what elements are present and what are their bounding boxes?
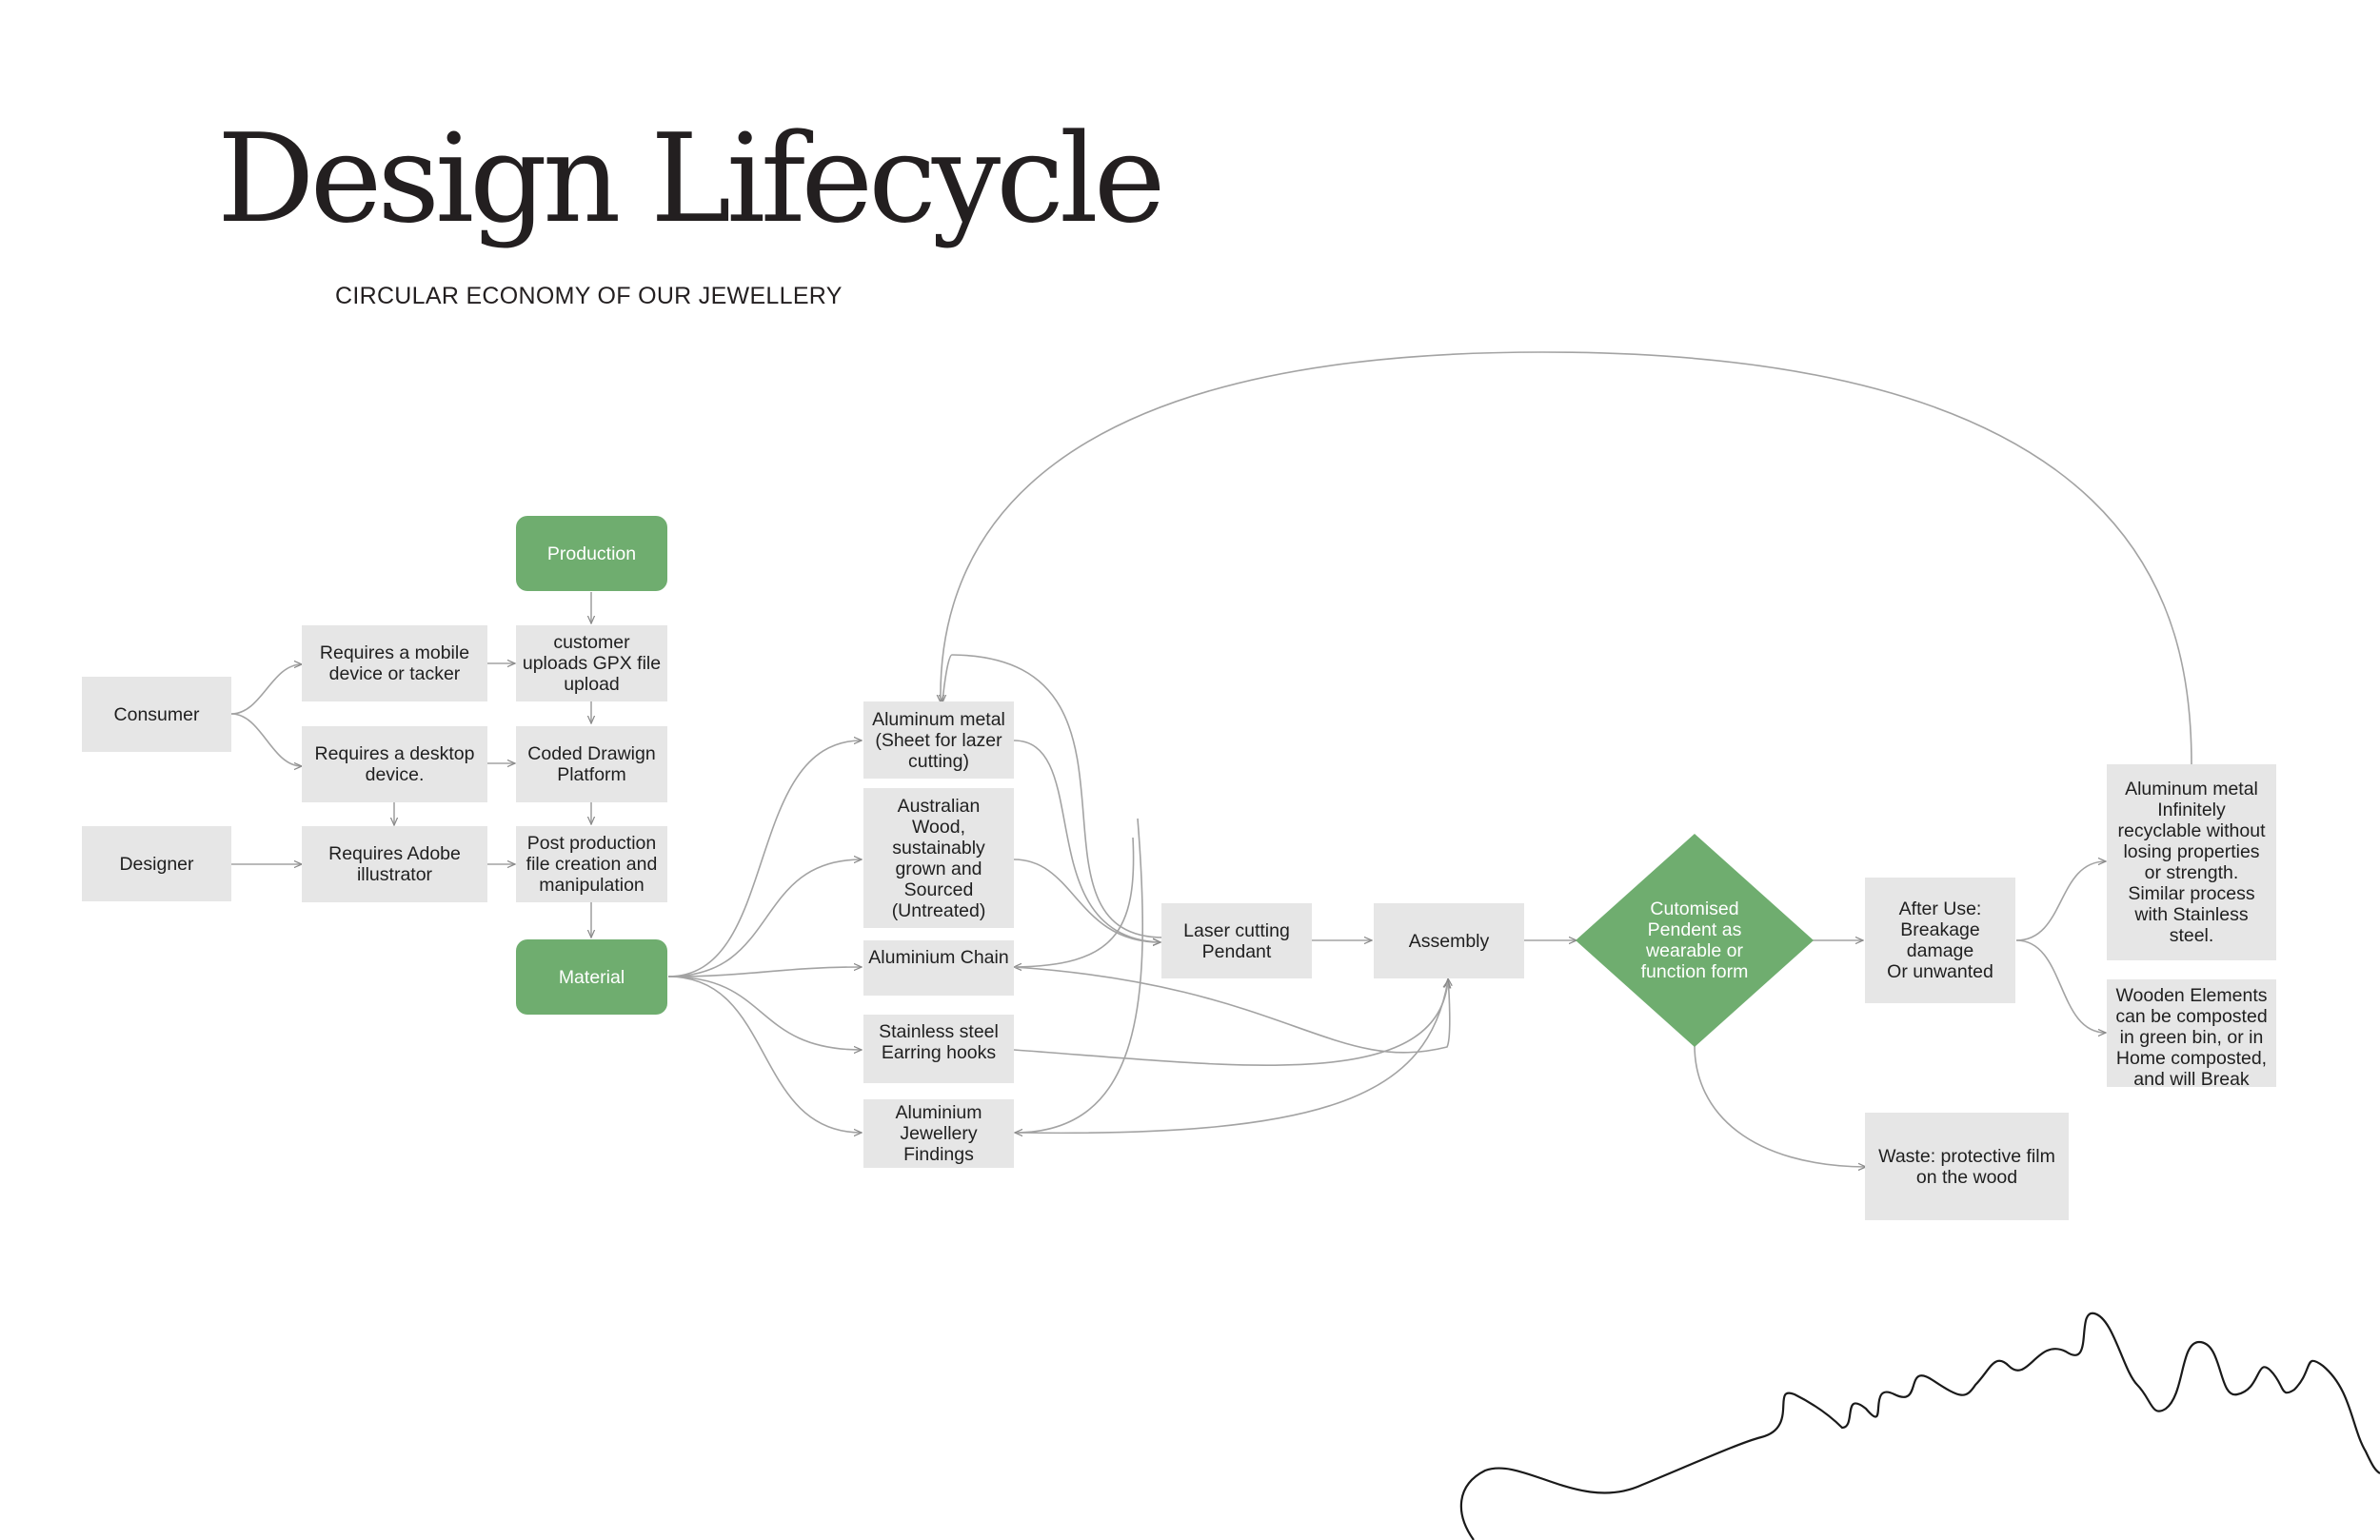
node-post-production-label: Post production file creation and manipu…	[526, 833, 658, 896]
node-earring-hooks: Stainless steel Earring hooks	[863, 1015, 1014, 1083]
node-wooden-elements-label: Wooden Elements can be composted in gree…	[2115, 985, 2268, 1087]
node-australian-wood-label: Australian Wood, sustainably grown and S…	[891, 795, 986, 921]
node-requires-adobe: Requires Adobe illustrator	[302, 826, 487, 902]
node-gpx-upload-label: customer uploads GPX file upload	[522, 632, 662, 695]
edge-loop-chain	[1014, 837, 1135, 967]
node-aluminum-sheet: Aluminum metal (Sheet for lazer cutting)	[863, 701, 1014, 779]
node-after-use-label: After Use: Breakage damage Or unwanted	[1887, 898, 1993, 982]
node-requires-mobile-label: Requires a mobile device or tacker	[319, 642, 470, 684]
node-assembly: Assembly	[1374, 903, 1524, 978]
node-post-production: Post production file creation and manipu…	[516, 826, 667, 902]
node-designer: Designer	[82, 826, 231, 901]
edge-consumer-desktop	[230, 713, 302, 766]
edge-aluminum-laser	[1013, 740, 1160, 942]
node-jewellery-findings-label: Aluminium Jewellery Findings	[895, 1102, 982, 1165]
edge-material-chain	[667, 967, 862, 977]
edge-laser-aluminum	[942, 654, 1164, 938]
node-aluminum-recyclable: Aluminum metal Infinitely recyclable wit…	[2107, 764, 2276, 960]
node-coded-platform-label: Coded Drawign Platform	[527, 743, 656, 785]
node-laser-cutting-label: Laser cutting Pendant	[1183, 919, 1290, 962]
node-aluminum-sheet-label: Aluminum metal (Sheet for lazer cutting)	[872, 708, 1005, 772]
edge-consumer-mobile	[230, 664, 302, 715]
edge-return-loop	[941, 351, 2192, 765]
node-customised-diamond	[1576, 834, 1814, 1047]
node-waste-film-label: Waste: protective film on the wood	[1878, 1145, 2055, 1188]
edge-hooks-assembly	[1013, 980, 1448, 1067]
page-title: Design Lifecycle	[217, 109, 1165, 250]
node-designer-label: Designer	[119, 853, 194, 875]
node-customised-label: Cutomised Pendent as wearable or functio…	[1640, 898, 1749, 982]
node-aluminium-chain: Aluminium Chain	[863, 940, 1014, 996]
decorative-squiggle	[1459, 1312, 2380, 1540]
node-requires-mobile: Requires a mobile device or tacker	[302, 625, 487, 701]
node-aluminum-recyclable-label: Aluminum metal Infinitely recyclable wit…	[2117, 779, 2266, 946]
edge-material-hooks	[667, 976, 862, 1050]
node-requires-adobe-label: Requires Adobe illustrator	[328, 843, 461, 885]
node-earring-hooks-label: Stainless steel Earring hooks	[879, 1021, 999, 1063]
node-requires-desktop: Requires a desktop device.	[302, 726, 487, 802]
edge-loop-findings	[1015, 818, 1143, 1133]
node-production-label: Production	[546, 543, 637, 564]
node-australian-wood: Australian Wood, sustainably grown and S…	[863, 788, 1014, 928]
node-after-use: After Use: Breakage damage Or unwanted	[1865, 878, 2015, 1003]
edge-diamond-waste	[1694, 1044, 1866, 1167]
node-gpx-upload: customer uploads GPX file upload	[516, 625, 667, 701]
node-material-label: Material	[558, 966, 625, 988]
edge-wood-laser	[1013, 859, 1160, 942]
edge-after-wooden	[2015, 939, 2106, 1033]
edge-chain-assembly	[1013, 966, 1450, 1054]
node-material: Material	[516, 939, 667, 1015]
edge-material-aluminum	[667, 740, 862, 977]
node-customised-label-box: Cutomised Pendent as wearable or functio…	[1618, 885, 1771, 996]
node-laser-cutting: Laser cutting Pendant	[1161, 903, 1312, 978]
node-requires-desktop-label: Requires a desktop device.	[314, 743, 475, 785]
edge-findings-assembly	[1016, 980, 1448, 1135]
node-aluminium-chain-label: Aluminium Chain	[868, 947, 1009, 968]
edge-material-findings	[667, 976, 862, 1133]
node-assembly-label: Assembly	[1408, 930, 1490, 952]
edge-material-wood	[667, 859, 862, 977]
node-jewellery-findings: Aluminium Jewellery Findings	[863, 1099, 1014, 1168]
page-subtitle: CIRCULAR ECONOMY OF OUR JEWELLERY	[335, 283, 843, 309]
node-consumer: Consumer	[82, 677, 231, 752]
node-production: Production	[516, 516, 667, 591]
node-coded-platform: Coded Drawign Platform	[516, 726, 667, 802]
node-wooden-elements: Wooden Elements can be composted in gree…	[2107, 979, 2276, 1087]
node-consumer-label: Consumer	[113, 703, 200, 725]
node-waste-film: Waste: protective film on the wood	[1865, 1113, 2069, 1220]
edge-after-recyclable	[2015, 861, 2106, 941]
